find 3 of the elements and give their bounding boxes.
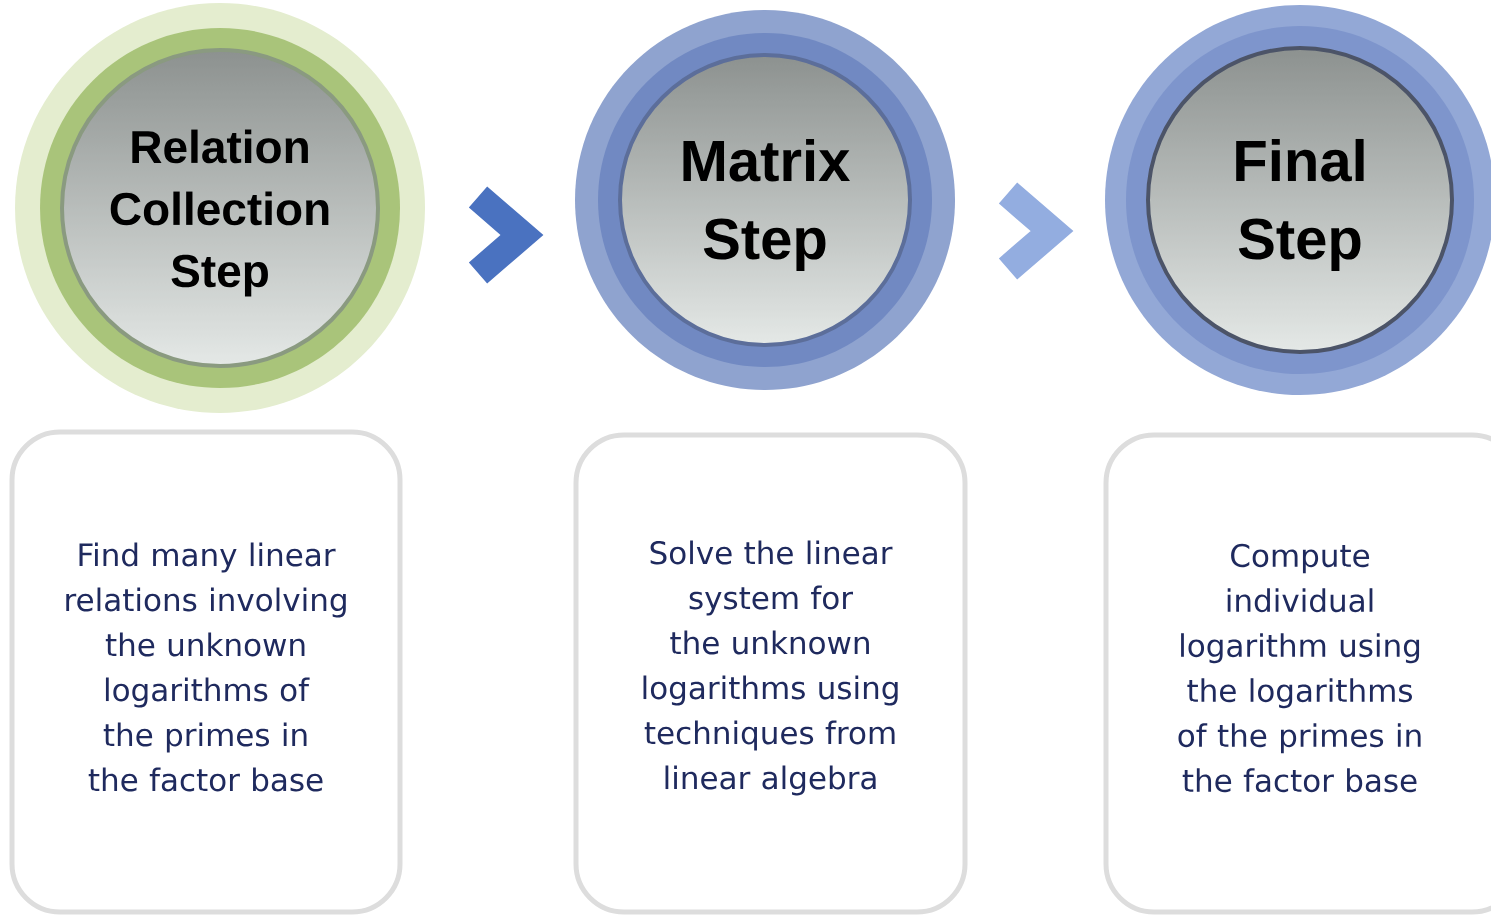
description-box: Compute individual logarithm using the logarithms of the primes in the factor base — [1103, 432, 1491, 915]
description-box: Solve the linear system for the unknown logarithms using techniques from linear algebra — [573, 432, 968, 915]
description-box: Find many linear relations involving the unknown logarithms of the primes in the factor base — [9, 429, 403, 915]
